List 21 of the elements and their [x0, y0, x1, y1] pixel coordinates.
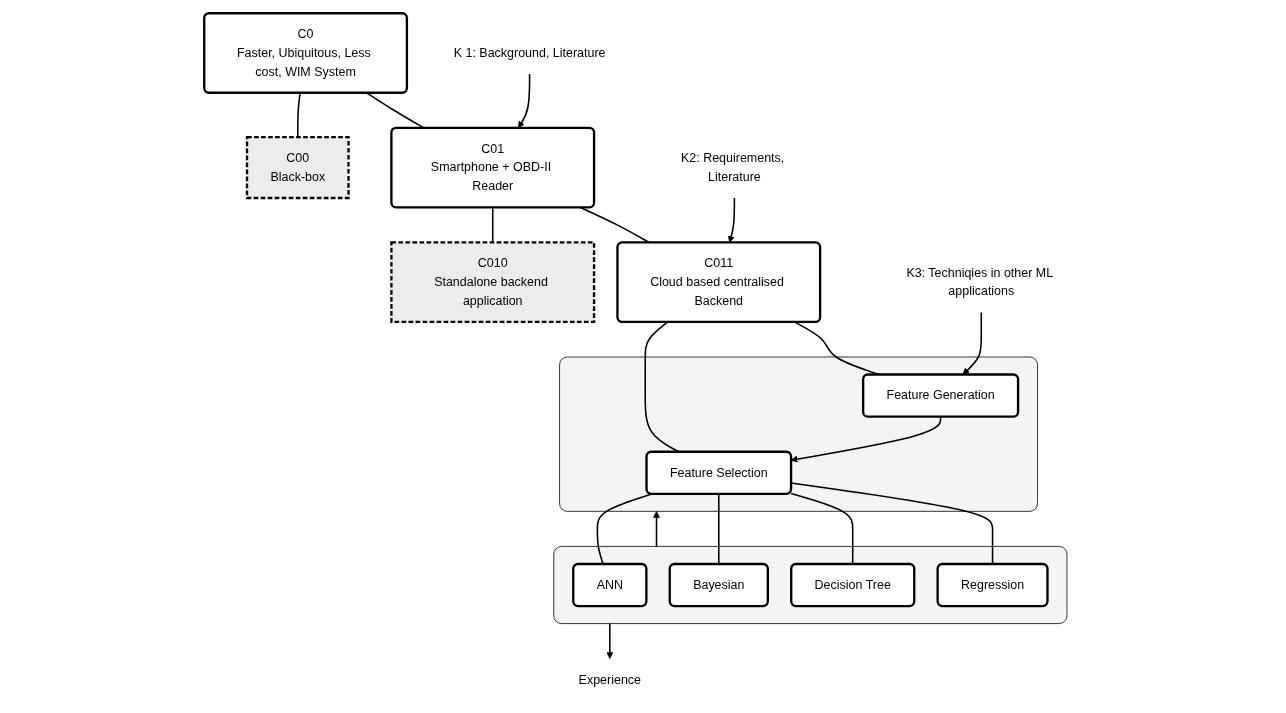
node-box: C011 Cloud based centralised Backend [615, 240, 821, 323]
node-box: C010 Standalone backend application [389, 240, 595, 323]
node-box: Bayesian [668, 562, 769, 607]
node-box: Decision Tree [789, 562, 915, 607]
cluster [552, 545, 1067, 624]
node-text: Experience [578, 672, 641, 686]
node-text: K 1: Background, Literature [453, 45, 606, 59]
node-box: ANN [571, 562, 648, 607]
cluster [558, 356, 1038, 512]
node-text: K2: Requirements, Literature [680, 150, 784, 183]
arrow [962, 311, 982, 375]
arrow [652, 510, 660, 547]
arrow [605, 622, 613, 659]
node-box: C00 Black-box [245, 135, 350, 199]
node-box: Feature Generation [861, 372, 1019, 418]
node-box: C01 Smartphone + OBD-II Reader [389, 126, 595, 208]
arrow [517, 72, 530, 128]
node-box: Regression [936, 562, 1049, 607]
node-box: C0 Faster, Ubiquitous, Less cost, WIM System [202, 11, 408, 94]
node-box: Feature Selection [644, 450, 792, 495]
node-text: K3: Techniqies in other ML applications [905, 265, 1053, 298]
